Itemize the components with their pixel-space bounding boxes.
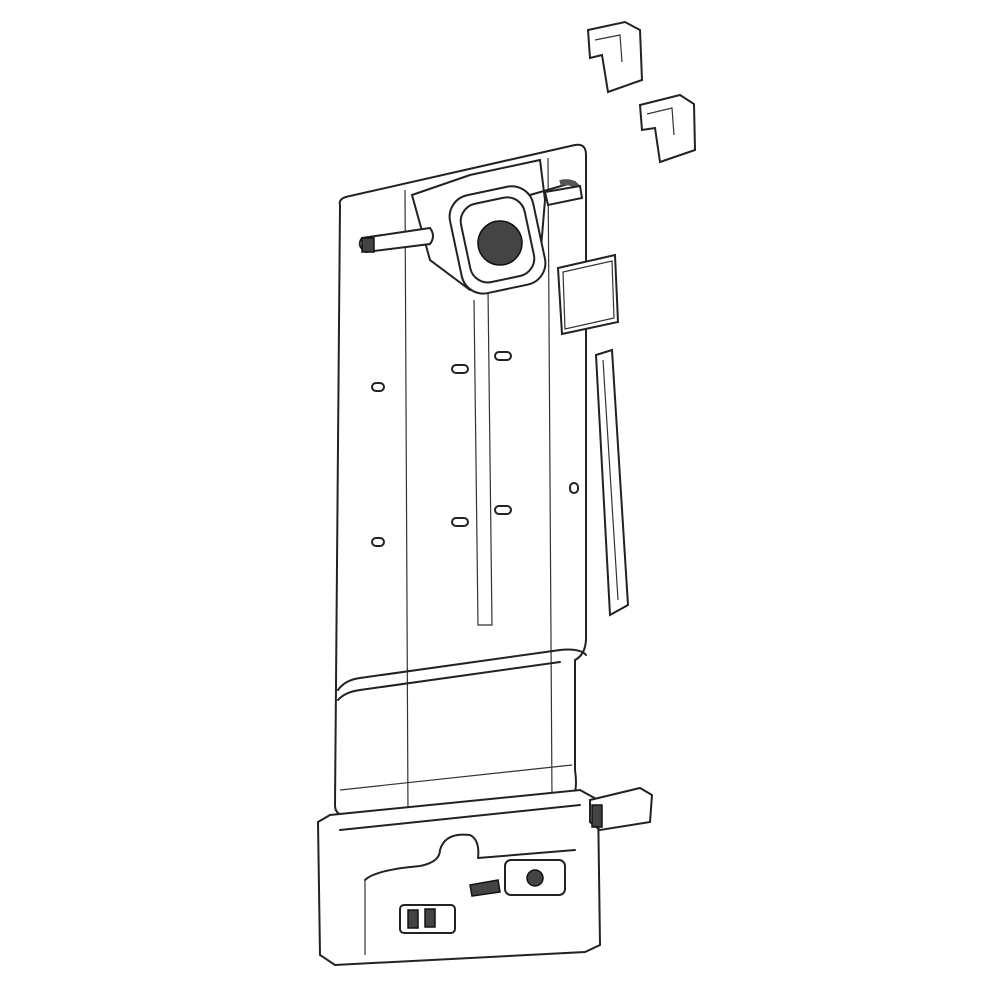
fan-shroud	[410, 158, 581, 295]
bracket-bottom	[638, 93, 697, 164]
bracket-top	[586, 20, 644, 94]
cover-plate	[556, 253, 620, 336]
led-strip	[594, 348, 630, 617]
panel-clip-right	[543, 184, 584, 207]
bottom-housing	[316, 788, 602, 967]
mounting-slots	[371, 351, 579, 547]
fan-grille-icon	[477, 220, 523, 266]
connector-block	[589, 786, 654, 832]
evaporator-cover-panel	[333, 143, 587, 817]
panel-clip-left	[358, 226, 434, 254]
